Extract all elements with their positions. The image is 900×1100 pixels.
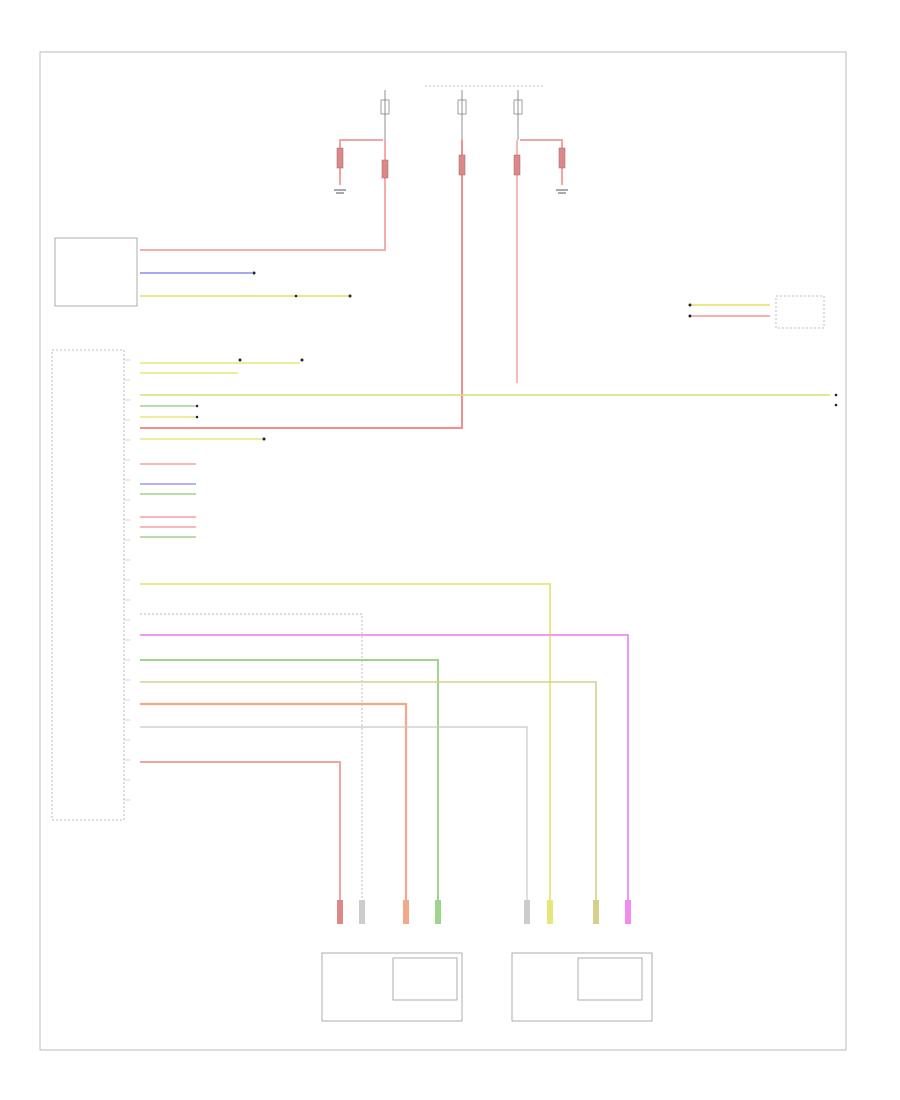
terminal-main-yellow-4 xyxy=(262,437,266,441)
connector-c4 xyxy=(513,154,521,176)
wire-lower-olive xyxy=(140,681,597,900)
sensor-left-box xyxy=(321,952,463,1022)
connector-c2 xyxy=(381,159,389,179)
wire-lower-magenta xyxy=(140,634,629,900)
wire-lower-orange xyxy=(140,702,408,900)
terminal-main-yellow-2 xyxy=(300,358,304,362)
terminal-top-blue xyxy=(252,271,256,275)
fuse-f3 xyxy=(513,90,523,140)
wire-fuse2-down xyxy=(140,140,463,429)
wire-lower-grey xyxy=(140,726,528,900)
ground-right xyxy=(556,189,568,194)
terminal-top-yellow-mid xyxy=(294,294,298,298)
right-connector xyxy=(688,295,825,329)
connector-c3 xyxy=(458,154,466,176)
wire-fuse1-down xyxy=(140,140,386,251)
fuse-f2 xyxy=(457,90,467,140)
terminal-main-yellow-3 xyxy=(195,415,199,419)
fuse-f1 xyxy=(380,90,390,140)
diagram-frame xyxy=(39,51,847,1051)
terminal-main-green-1 xyxy=(195,404,199,408)
terminal-top-yellow xyxy=(348,294,352,298)
wire-fuse1-ground xyxy=(339,139,383,185)
sensor-connectors xyxy=(337,900,631,924)
main-module-pin-ticks xyxy=(124,359,130,801)
wire-lower-yellow xyxy=(140,583,551,900)
connector-c1 xyxy=(336,147,344,169)
main-module-box xyxy=(51,349,125,821)
sensor-right-box xyxy=(511,952,653,1022)
wire-fuse3-ground xyxy=(520,139,563,185)
right-edge-terminals xyxy=(834,393,838,407)
connector-c5 xyxy=(558,147,566,169)
ground-left xyxy=(334,189,346,194)
wire-lower-red xyxy=(140,761,341,900)
audio-module-top-box xyxy=(54,237,138,307)
terminal-main-yellow-1 xyxy=(238,358,242,362)
wire-lower-grey-dotted xyxy=(140,613,363,900)
wire-lower-green xyxy=(140,659,439,900)
